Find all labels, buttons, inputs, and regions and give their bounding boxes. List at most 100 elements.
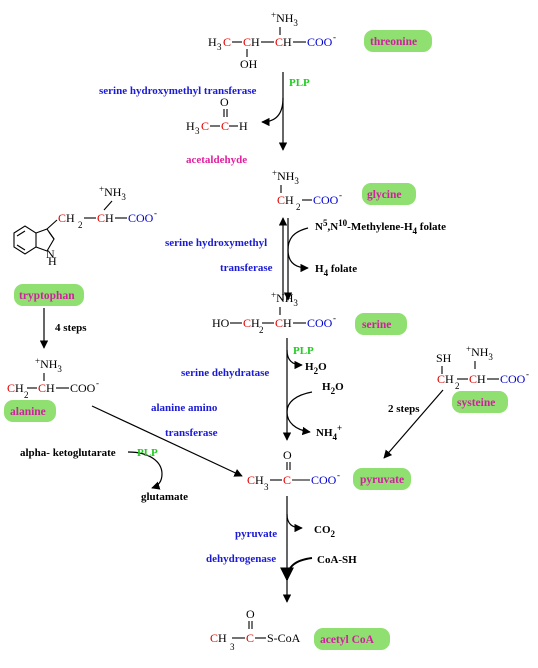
svg-text:O: O <box>246 607 255 621</box>
co2-label: CO2 <box>314 524 336 539</box>
svg-text:COO: COO <box>500 372 526 386</box>
enzyme-serine-dehydratase: serine dehydratase <box>181 367 269 379</box>
svg-text:H: H <box>477 372 486 386</box>
arrow-co2-release <box>286 513 303 533</box>
svg-text:C: C <box>58 211 66 225</box>
svg-text:C: C <box>201 119 209 133</box>
acetaldehyde-label: acetaldehyde <box>186 154 247 166</box>
svg-text:COO: COO <box>128 211 154 225</box>
svg-text:H: H <box>218 631 227 645</box>
svg-text:3: 3 <box>195 126 200 136</box>
svg-text:H: H <box>15 381 24 395</box>
enzyme-pyruvate-dh-a: pyruvate <box>235 528 277 540</box>
svg-text:H: H <box>283 316 292 330</box>
svg-text:H: H <box>251 316 260 330</box>
svg-text:+NH3: +NH3 <box>271 10 298 28</box>
svg-text:3: 3 <box>264 482 269 492</box>
svg-text:C: C <box>243 316 251 330</box>
svg-text:C: C <box>97 211 105 225</box>
svg-text:systeine: systeine <box>457 397 495 409</box>
svg-text:COO: COO <box>70 381 96 395</box>
threonine-badge: threonine <box>364 30 432 52</box>
svg-text:-: - <box>96 378 99 388</box>
svg-text:C: C <box>221 119 229 133</box>
svg-text:COO: COO <box>307 35 333 49</box>
svg-text:2: 2 <box>259 325 264 335</box>
svg-text:SH: SH <box>436 351 452 365</box>
water-label-1: H2O <box>305 361 327 376</box>
svg-text:H: H <box>285 193 294 207</box>
arrow-methylene-folate <box>287 227 309 251</box>
arrow-coa-sh <box>280 557 313 582</box>
acetyl-coa-badge: acetyl CoA <box>314 628 390 650</box>
svg-text:tryptophan: tryptophan <box>19 290 75 302</box>
svg-text:OH: OH <box>240 57 258 71</box>
arrow-acetaldehyde-release <box>261 97 284 127</box>
arrow-water-ammonium <box>286 391 313 436</box>
svg-text:H: H <box>239 119 248 133</box>
alpha-ketoglutarate-label: alpha- ketoglutarate <box>20 447 116 459</box>
svg-text:O: O <box>220 95 229 109</box>
svg-text:H4 folate: H4 folate <box>315 263 357 278</box>
tryptophan-badge: tryptophan <box>14 284 84 306</box>
svg-text:C: C <box>275 316 283 330</box>
methylene-folate-label: N5,N10-Methylene-H4 folate <box>315 218 446 236</box>
svg-text:H: H <box>66 211 75 225</box>
svg-text:N5,N10-Methylene-H4 folate: N5,N10-Methylene-H4 folate <box>315 218 446 236</box>
svg-text:COO: COO <box>311 473 337 487</box>
svg-text:C: C <box>38 381 46 395</box>
svg-text:H: H <box>251 35 260 49</box>
enzyme-alanine-transferase: transferase <box>165 427 218 439</box>
cofactor-plp-2: PLP <box>293 345 314 357</box>
steps-4-label: 4 steps <box>55 322 87 334</box>
svg-text:2: 2 <box>296 202 301 212</box>
svg-text:C: C <box>210 631 218 645</box>
svg-text:HO: HO <box>212 316 230 330</box>
svg-text:+NH3: +NH3 <box>99 184 126 202</box>
svg-text:+NH3: +NH3 <box>272 168 299 186</box>
pyruvate-badge: pyruvate <box>353 468 411 490</box>
water-label-2: H2O <box>322 381 344 396</box>
enzyme-serine-hmt-2b: transferase <box>220 262 273 274</box>
svg-text:+NH3: +NH3 <box>271 290 298 308</box>
arrow-alanine-pyruvate <box>91 405 243 477</box>
svg-text:serine: serine <box>362 319 391 331</box>
h4-folate-label: H4 folate <box>315 263 357 278</box>
svg-text:S-CoA: S-CoA <box>267 631 301 645</box>
svg-text:C: C <box>246 631 254 645</box>
svg-text:2: 2 <box>455 381 460 391</box>
enzyme-alanine-amino: alanine amino <box>151 402 218 414</box>
svg-text:C: C <box>277 193 285 207</box>
svg-text:C: C <box>243 35 251 49</box>
svg-text:H: H <box>445 372 454 386</box>
svg-text:C: C <box>469 372 477 386</box>
svg-text:glycine: glycine <box>367 189 402 201</box>
svg-text:acetyl CoA: acetyl CoA <box>320 634 375 646</box>
cofactor-plp-1: PLP <box>289 77 310 89</box>
svg-text:+NH3: +NH3 <box>35 356 62 374</box>
svg-text:3: 3 <box>217 42 222 52</box>
arrow-glutamate <box>127 451 163 490</box>
arrow-systeine-pyruvate <box>383 389 444 459</box>
svg-text:-: - <box>154 208 157 218</box>
svg-text:-: - <box>333 32 336 42</box>
svg-text:C: C <box>275 35 283 49</box>
enzyme-serine-hmt-2a: serine hydroxymethyl <box>165 237 267 249</box>
coa-sh-label: CoA-SH <box>317 554 357 566</box>
svg-text:2: 2 <box>78 220 83 230</box>
svg-text:O: O <box>283 448 292 462</box>
svg-text:H: H <box>255 473 264 487</box>
svg-text:C: C <box>437 372 445 386</box>
svg-text:3: 3 <box>230 642 235 652</box>
